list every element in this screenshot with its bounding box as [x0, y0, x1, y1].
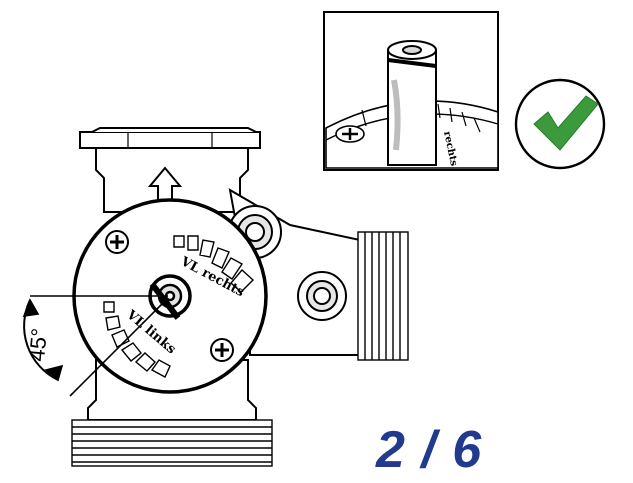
side-port-lower — [297, 271, 347, 321]
scale-links — [103, 301, 171, 378]
step-counter: 2 / 6 — [376, 421, 483, 479]
scale-rechts — [173, 235, 255, 293]
angle-annotation — [22, 295, 169, 397]
angle-label: 45° — [24, 327, 52, 362]
inset-spindle — [387, 40, 437, 166]
right-thread — [357, 231, 409, 361]
screw-icon — [210, 338, 234, 362]
detail-inset: rechts — [323, 11, 499, 171]
check-mark-icon — [514, 78, 606, 170]
screw-icon — [335, 125, 365, 143]
top-cap-rim — [91, 127, 257, 133]
screw-icon — [105, 230, 129, 254]
bottom-thread — [71, 419, 273, 467]
top-cap — [79, 131, 261, 149]
